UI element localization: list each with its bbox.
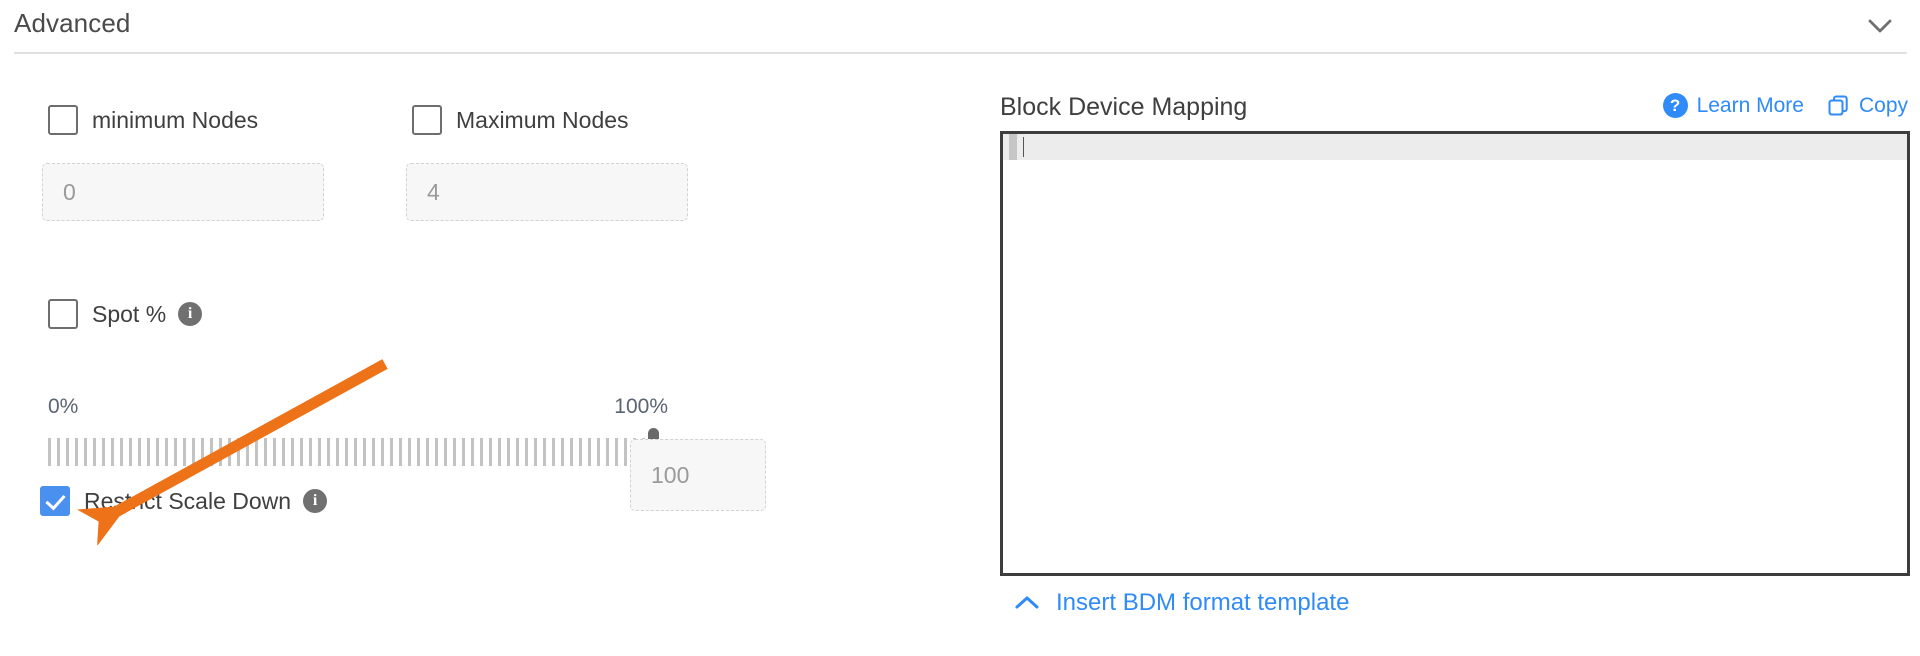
copy-icon xyxy=(1828,94,1848,115)
minimum-nodes-row: minimum Nodes xyxy=(48,105,258,135)
learn-more-link[interactable]: ? Learn More xyxy=(1662,93,1804,118)
advanced-settings-left-column: minimum Nodes 0 Maximum Nodes 4 Spot % i… xyxy=(0,53,980,656)
spot-percent-label: Spot % xyxy=(92,300,167,327)
spot-percent-row: Spot % i xyxy=(48,299,203,329)
slider-min-label: 0% xyxy=(48,395,79,418)
insert-bdm-format-template-label: Insert BDM format template xyxy=(1056,589,1350,616)
minimum-nodes-label: minimum Nodes xyxy=(92,106,259,133)
copy-label: Copy xyxy=(1858,93,1908,117)
chevron-up-icon xyxy=(1015,596,1039,609)
question-mark-circle-icon: ? xyxy=(1662,93,1688,118)
spot-percent-checkbox[interactable] xyxy=(48,299,78,329)
chevron-down-icon xyxy=(1868,19,1892,33)
restrict-scale-down-row: Restrict Scale Down i xyxy=(40,486,328,516)
maximum-nodes-input[interactable]: 4 xyxy=(406,163,688,221)
copy-button[interactable]: Copy xyxy=(1826,94,1908,118)
block-device-mapping-editor[interactable] xyxy=(1000,131,1910,576)
restrict-scale-down-info-icon[interactable]: i xyxy=(303,489,328,513)
restrict-scale-down-label: Restrict Scale Down xyxy=(84,487,292,514)
maximum-nodes-label: Maximum Nodes xyxy=(456,106,629,133)
spot-percent-slider-track[interactable] xyxy=(48,438,658,466)
maximum-nodes-row: Maximum Nodes xyxy=(412,105,629,135)
page-title: Advanced xyxy=(14,8,131,38)
restrict-scale-down-checkbox[interactable] xyxy=(40,486,70,516)
editor-gutter xyxy=(1009,134,1017,160)
maximum-nodes-checkbox[interactable] xyxy=(412,105,442,135)
block-device-mapping-panel: Block Device Mapping ? Learn More Copy I… xyxy=(1000,53,1920,656)
header-divider xyxy=(14,52,1907,54)
insert-bdm-format-template-link[interactable]: Insert BDM format template xyxy=(1014,589,1349,617)
minimum-nodes-input[interactable]: 0 xyxy=(42,163,324,221)
slider-max-label: 100% xyxy=(614,395,668,418)
collapse-section-button[interactable] xyxy=(1862,8,1898,44)
editor-caret xyxy=(1023,137,1024,157)
minimum-nodes-checkbox[interactable] xyxy=(48,105,78,135)
block-device-mapping-title: Block Device Mapping xyxy=(1000,93,1248,121)
spot-percent-value-input[interactable]: 100 xyxy=(630,439,766,511)
advanced-section-header: Advanced xyxy=(0,0,1920,53)
editor-active-line xyxy=(1003,134,1907,160)
block-device-mapping-actions: ? Learn More Copy xyxy=(1662,93,1908,118)
learn-more-label: Learn More xyxy=(1696,93,1804,117)
spot-percent-info-icon[interactable]: i xyxy=(178,302,203,326)
